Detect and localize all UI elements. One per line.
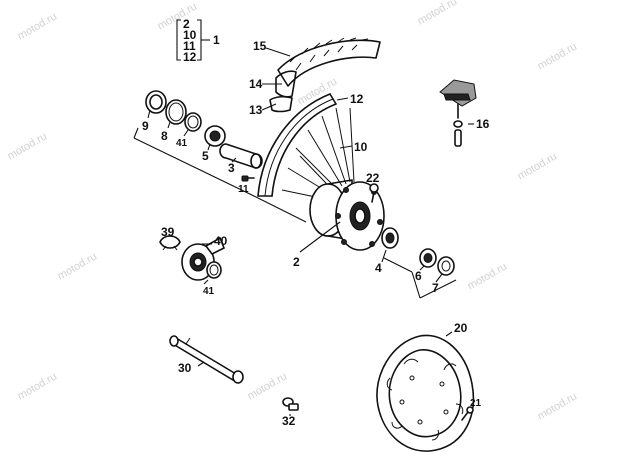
watermark: motod.ru bbox=[16, 370, 60, 402]
kit-item: 11 bbox=[183, 39, 196, 53]
kit-item: 2 bbox=[183, 17, 190, 31]
callout-axle: 30 bbox=[178, 361, 192, 375]
callout-brake-disc: 20 bbox=[454, 321, 468, 335]
watermark: motod.ru bbox=[536, 390, 580, 422]
callout-bearing-left: 5 bbox=[202, 149, 209, 163]
callout-speedo-drive: 40 bbox=[214, 234, 228, 248]
disc-screw: 21 bbox=[461, 398, 482, 421]
kit-item: 12 bbox=[183, 50, 197, 64]
callout-axle-screw: 32 bbox=[282, 414, 296, 428]
callout-bearing-right: 6 bbox=[415, 269, 422, 283]
valve-cap: 16 bbox=[439, 79, 490, 147]
watermark: motod.ru bbox=[6, 130, 50, 162]
speedo-drive: 39 40 41 bbox=[159, 225, 228, 297]
callout-rim-tape: 13 bbox=[249, 103, 263, 117]
callout-seal-right: 7 bbox=[432, 281, 439, 295]
watermark: motod.ru bbox=[466, 260, 510, 292]
callout-hub-screw: 22 bbox=[366, 171, 380, 185]
callout-axle-spacer: 3 bbox=[228, 161, 235, 175]
callout-spokes: 10 bbox=[354, 140, 368, 154]
callout-drive-ring-left: 41 bbox=[176, 138, 188, 149]
watermark: motod.ru bbox=[296, 75, 340, 107]
callout-circlip: 8 bbox=[161, 129, 168, 143]
callout-spacer-right: 4 bbox=[375, 261, 382, 275]
watermark: motod.ru bbox=[536, 40, 580, 72]
callout-tyre: 15 bbox=[253, 39, 267, 53]
callout-valve-cap: 16 bbox=[476, 117, 490, 131]
tyre-assembly: 15 14 13 bbox=[249, 37, 381, 117]
callout-disc-screw: 21 bbox=[470, 398, 482, 409]
hub: 2 bbox=[293, 179, 385, 269]
assembly-axis bbox=[133, 127, 457, 299]
watermark-layer: motod.ru motod.ru motod.ru motod.ru moto… bbox=[6, 0, 580, 423]
watermark: motod.ru bbox=[16, 10, 60, 42]
left-stack: 9 8 41 5 3 11 bbox=[142, 90, 263, 195]
callout-hub: 2 bbox=[293, 255, 300, 269]
watermark: motod.ru bbox=[246, 370, 290, 402]
watermark: motod.ru bbox=[416, 0, 460, 28]
axle-screw: 32 bbox=[282, 397, 299, 428]
kit-group: 2 10 11 12 1 bbox=[176, 17, 220, 64]
brake-disc: 20 bbox=[376, 321, 475, 452]
kit-item: 10 bbox=[183, 28, 197, 42]
watermark: motod.ru bbox=[56, 250, 100, 282]
right-stack: 4 6 7 bbox=[375, 227, 455, 295]
hub-screw: 22 bbox=[366, 171, 380, 203]
callout-nipple: 11 bbox=[238, 184, 249, 195]
axle: 30 bbox=[169, 335, 244, 384]
callout-rim: 12 bbox=[350, 92, 364, 106]
kit-label: 1 bbox=[213, 33, 220, 47]
callout-drive-ring-lower: 41 bbox=[203, 286, 215, 297]
callout-tube: 14 bbox=[249, 77, 263, 91]
watermark: motod.ru bbox=[516, 150, 560, 182]
callout-seal-left: 9 bbox=[142, 119, 149, 133]
callout-speedo-clip: 39 bbox=[161, 225, 175, 239]
